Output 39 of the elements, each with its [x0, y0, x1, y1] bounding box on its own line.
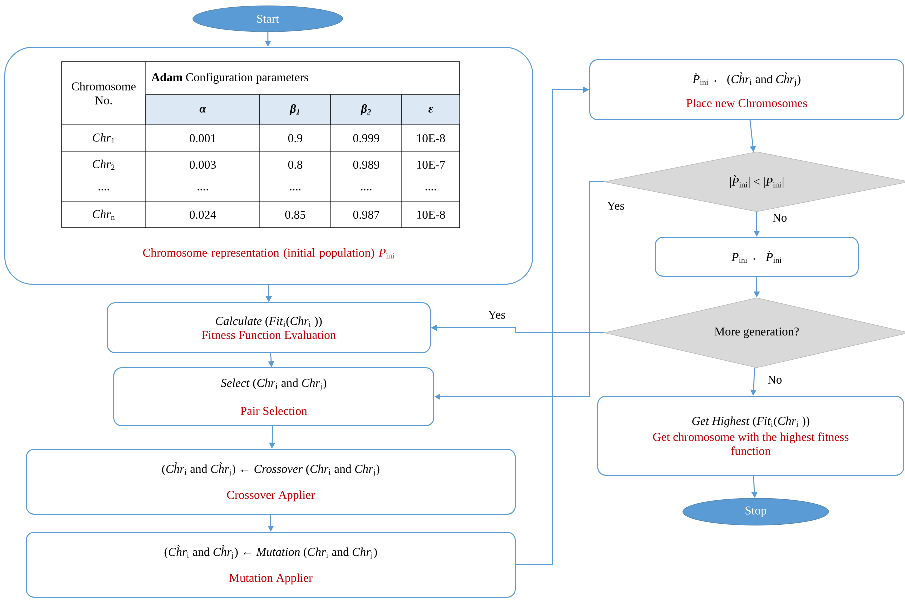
table-text: .... — [290, 189, 301, 191]
process-box: Select (Chr$_{i}$ and Chr$_{j}$) Pair Selection — [114, 368, 434, 426]
process-box: Get Highest (Fit$_{i}$(Chr$_{i}$ )) Get chromosome with the highest fitness function — [598, 396, 904, 476]
table-text: 0.9 — [288, 134, 302, 143]
process-box: (Ch̀r$_{i}$ and Ch̀r$_{j}$) ← Mutation (Chr$_{i}$ and Chr$_{j}$) Mutation Applier — [26, 532, 516, 598]
table-text: .... — [426, 189, 436, 191]
table-text: 0.024 — [190, 210, 216, 220]
header-cell: β$_{2}$ — [330, 94, 402, 126]
table-text: 0.001 — [190, 134, 216, 143]
table-text: Chr$_{n}$ — [93, 210, 115, 220]
terminal-oval: Start — [192, 6, 344, 32]
table-text: 10E-8 — [417, 210, 446, 220]
table-header-text: Adam Configuration parameters — [152, 72, 308, 84]
terminal-oval: Stop — [682, 498, 830, 526]
table-text: 10E-7 — [417, 160, 446, 170]
table-text: 0.85 — [285, 210, 306, 220]
edge-label: Yes — [606, 201, 626, 211]
table-text: 0.987 — [353, 210, 380, 220]
edge-label: No — [766, 375, 784, 385]
edge-label: No — [772, 213, 788, 223]
process-box: P$_{ini}$ ← P̀$_{ini}$ — [655, 237, 859, 277]
header-cell: ε — [402, 94, 460, 126]
table-text: 0.999 — [353, 134, 380, 143]
process-box: (Ch̀r$_{i}$ and Ch̀r$_{j}$) ← Crossover (Chr$_{i}$ and Chr$_{j}$) Crossover Applier — [26, 449, 516, 515]
table-text: 0.8 — [288, 160, 303, 170]
table-text: .... — [361, 189, 372, 191]
table-text: Chr$_{1}$ — [93, 133, 115, 144]
edge-label: Yes — [487, 310, 507, 320]
table-text: .... — [98, 189, 110, 191]
table-text: 10E-8 — [417, 134, 446, 143]
table-text: Chromosome No. — [72, 82, 136, 105]
header-cell: α — [146, 94, 260, 126]
table-text: 0.003 — [190, 160, 216, 170]
process-box: P̀$_{ini}$ ← (Ch̀r$_{i}$ and Ch̀r$_{j}$) Place new Chromosomes — [590, 60, 904, 120]
table-text: .... — [198, 189, 208, 191]
process-box: Calculate (Fit$_{i}$(Chr$_{i}$ )) Fitness Function Evaluation — [107, 302, 431, 354]
table-text: 0.989 — [353, 160, 380, 170]
table-text: Chr$_{2}$ — [93, 160, 115, 170]
header-cell: β$_{1}$ — [260, 94, 332, 126]
